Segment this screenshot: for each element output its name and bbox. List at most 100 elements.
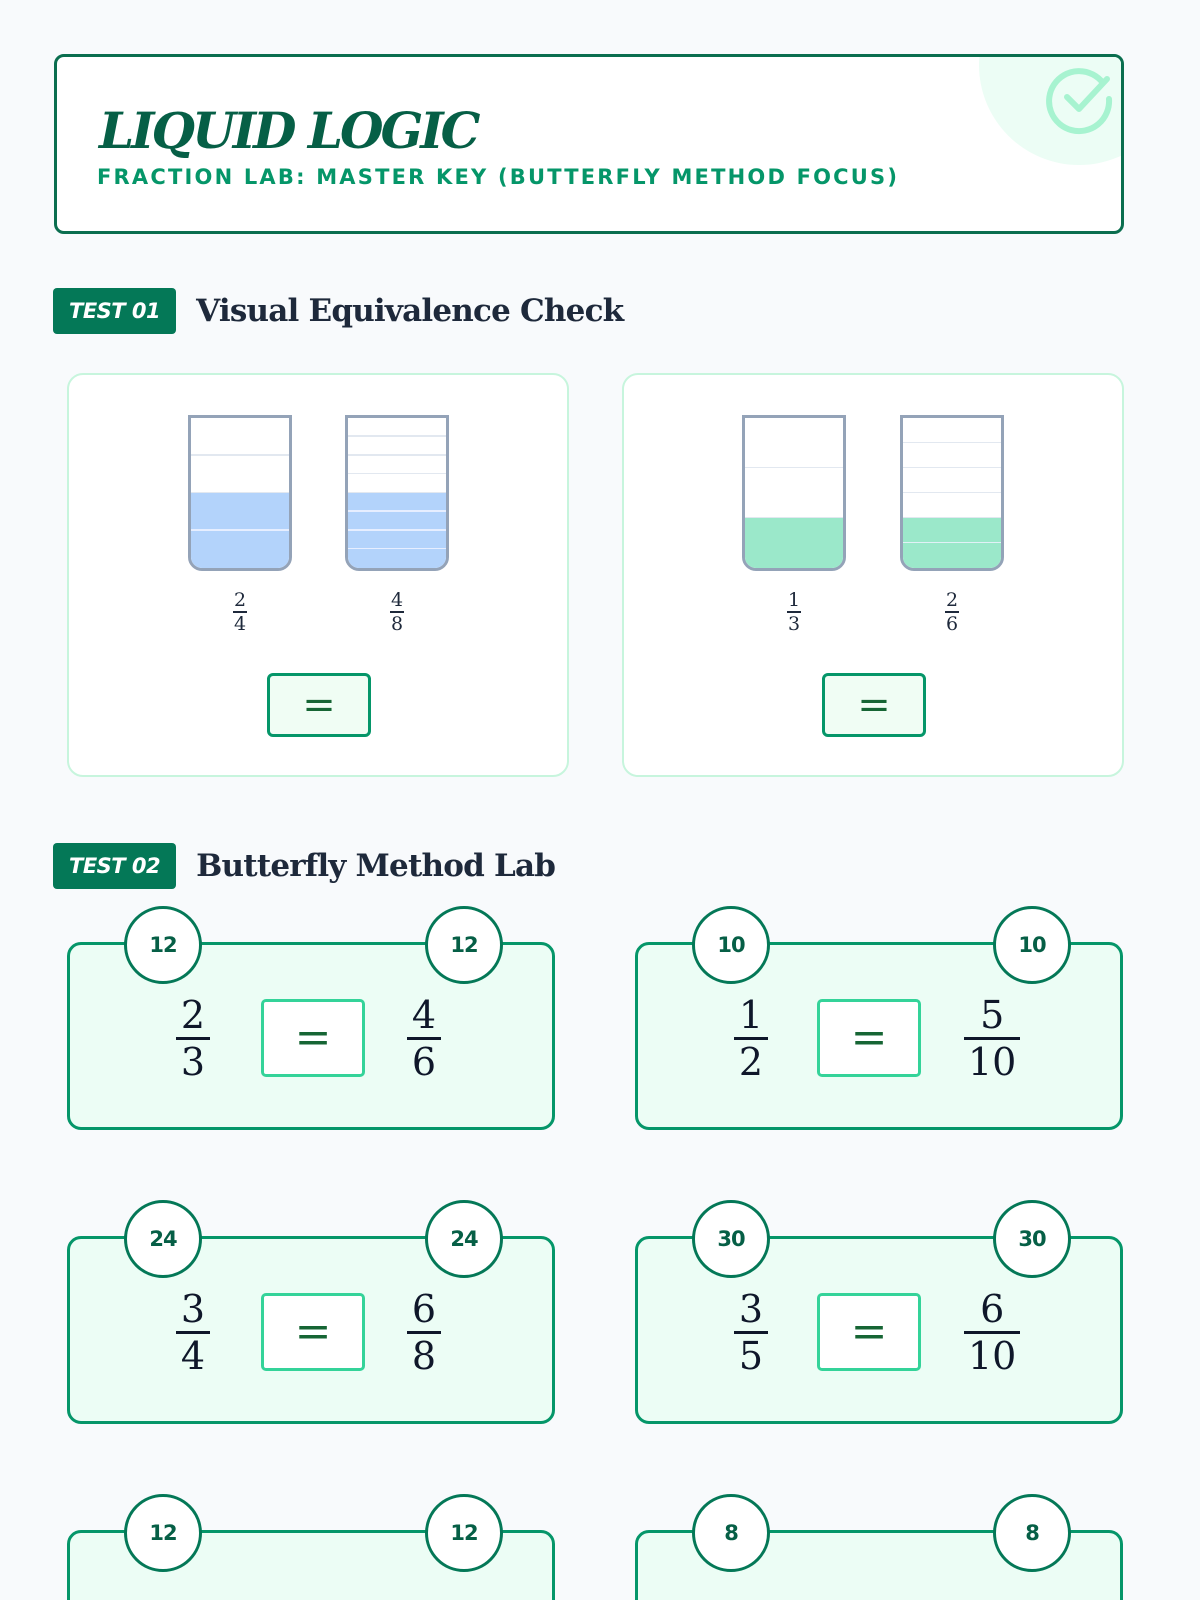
- page-subtitle: FRACTION LAB: MASTER KEY (BUTTERFLY METH…: [97, 165, 900, 189]
- section-title: Butterfly Method Lab: [196, 848, 556, 884]
- numerator: 3: [180, 1287, 206, 1331]
- fraction-bar: [964, 1331, 1021, 1334]
- beaker-item: 2 6: [900, 415, 1004, 635]
- comparison-answer-box[interactable]: =: [822, 673, 926, 737]
- beaker-fraction-label: 2 6: [945, 589, 959, 635]
- division-line: [745, 466, 843, 468]
- denominator: 8: [390, 612, 404, 635]
- denominator: 4: [180, 1333, 206, 1378]
- right-cross-product: 8: [993, 1494, 1071, 1572]
- numerator: 2: [180, 993, 206, 1037]
- fraction-a: 2 3: [176, 993, 210, 1084]
- left-cross-product: 12: [124, 906, 202, 984]
- beaker: [742, 415, 846, 571]
- denominator: 5: [738, 1333, 764, 1378]
- numerator: 1: [787, 589, 801, 611]
- division-line: [191, 491, 289, 493]
- liquid-fill: [745, 518, 843, 568]
- division-line: [348, 435, 446, 437]
- numerator: 1: [738, 993, 764, 1037]
- division-line: [348, 510, 446, 512]
- division-line: [191, 529, 289, 531]
- fraction-bar: [176, 1037, 210, 1040]
- division-line: [903, 541, 1001, 543]
- beaker-item: 1 3: [742, 415, 846, 635]
- fraction-bar: [734, 1037, 768, 1040]
- beaker: [188, 415, 292, 571]
- butterfly-card: 12 12 2 3 = 4 6: [67, 906, 555, 1130]
- denominator: 10: [968, 1039, 1017, 1084]
- division-line: [191, 454, 289, 456]
- liquid-fill: [191, 493, 289, 568]
- right-cross-product: 30: [993, 1200, 1071, 1278]
- denominator: 3: [787, 612, 801, 635]
- right-cross-product: 12: [425, 1494, 503, 1572]
- left-cross-product: 8: [692, 1494, 770, 1572]
- numerator: 6: [411, 1287, 437, 1331]
- beaker: [900, 415, 1004, 571]
- liquid-fill: [903, 518, 1001, 568]
- fraction-bar: [407, 1331, 441, 1334]
- left-cross-product: 12: [124, 1494, 202, 1572]
- fraction-b: 6 10: [964, 1287, 1021, 1378]
- comparison-answer-box[interactable]: =: [261, 999, 365, 1077]
- denominator: 2: [738, 1039, 764, 1084]
- section-header-test-02: TEST 02 Butterfly Method Lab: [53, 843, 556, 889]
- fraction-bar: [787, 611, 801, 613]
- beaker-item: 4 8: [345, 415, 449, 635]
- butterfly-card: 10 10 1 2 = 5 10: [635, 906, 1123, 1130]
- fraction-a: 3 5: [734, 1287, 768, 1378]
- division-line: [903, 491, 1001, 493]
- fraction-a: 3 4: [176, 1287, 210, 1378]
- fraction-bar: [233, 611, 247, 613]
- division-line: [348, 547, 446, 550]
- fraction-bar: [945, 611, 959, 613]
- beaker-fraction-label: 1 3: [787, 589, 801, 635]
- numerator: 4: [390, 589, 404, 611]
- comparison-answer-box[interactable]: =: [267, 673, 371, 737]
- division-line: [348, 491, 446, 493]
- section-header-test-01: TEST 01 Visual Equivalence Check: [53, 288, 624, 334]
- liquid-fill: [348, 493, 446, 568]
- denominator: 10: [968, 1333, 1017, 1378]
- numerator: 2: [945, 589, 959, 611]
- right-cross-product: 12: [425, 906, 503, 984]
- page-title: LIQUID LOGIC: [99, 101, 480, 160]
- visual-check-card: 2 4 4 8 =: [67, 373, 569, 777]
- division-line: [903, 466, 1001, 468]
- right-cross-product: 24: [425, 1200, 503, 1278]
- division-line: [903, 516, 1001, 518]
- comparison-answer-box[interactable]: =: [261, 1293, 365, 1371]
- fraction-bar: [176, 1331, 210, 1334]
- butterfly-card: 8 8: [635, 1494, 1123, 1600]
- check-circle-icon: [1046, 68, 1113, 135]
- fraction-b: 6 8: [407, 1287, 441, 1378]
- comparison-answer-box[interactable]: =: [817, 1293, 921, 1371]
- fraction-bar: [390, 611, 404, 613]
- denominator: 3: [180, 1039, 206, 1084]
- fraction-b: 4 6: [407, 993, 441, 1084]
- test-badge: TEST 01: [53, 288, 177, 334]
- header-card: LIQUID LOGIC FRACTION LAB: MASTER KEY (B…: [54, 54, 1124, 234]
- numerator: 6: [980, 1287, 1005, 1331]
- numerator: 3: [738, 1287, 764, 1331]
- denominator: 8: [411, 1333, 437, 1378]
- numerator: 4: [411, 993, 437, 1037]
- fraction-bar: [964, 1037, 1021, 1040]
- division-line: [348, 472, 446, 475]
- comparison-answer-box[interactable]: =: [817, 999, 921, 1077]
- division-line: [903, 441, 1001, 443]
- beaker-fraction-label: 4 8: [390, 589, 404, 635]
- division-line: [348, 454, 446, 456]
- numerator: 5: [980, 993, 1005, 1037]
- fraction-b: 5 10: [964, 993, 1021, 1084]
- fraction-bar: [407, 1037, 441, 1040]
- left-cross-product: 24: [124, 1200, 202, 1278]
- beaker-fraction-label: 2 4: [233, 589, 247, 635]
- fraction-bar: [734, 1331, 768, 1334]
- left-cross-product: 30: [692, 1200, 770, 1278]
- fraction-a: 1 2: [734, 993, 768, 1084]
- beaker: [345, 415, 449, 571]
- section-title: Visual Equivalence Check: [196, 293, 624, 329]
- denominator: 4: [233, 612, 247, 635]
